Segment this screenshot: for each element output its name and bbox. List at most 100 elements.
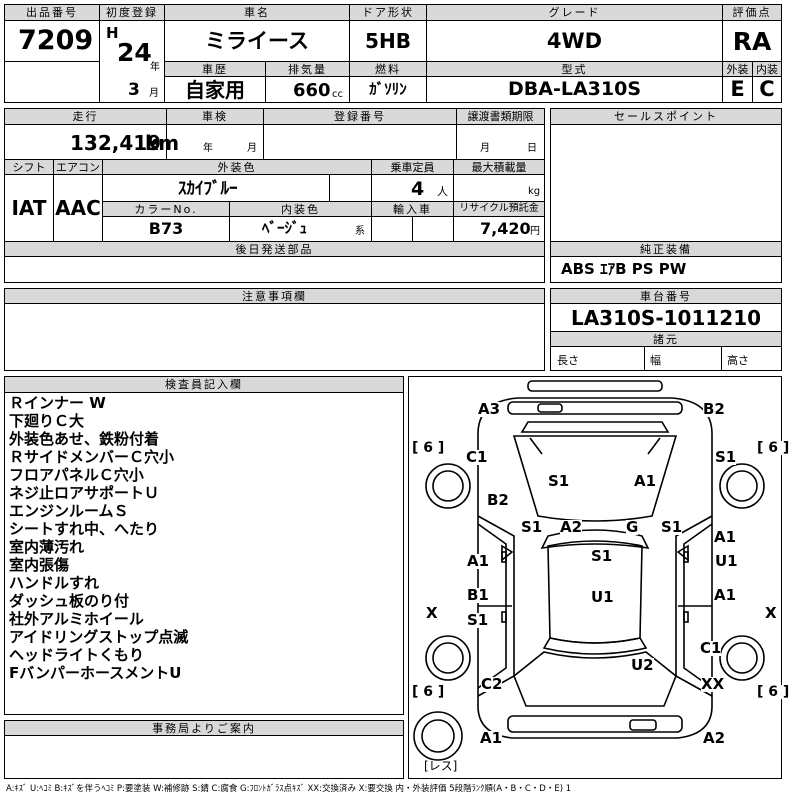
capacity-label: 乗車定員 [371, 159, 454, 175]
color-no-cell: B73 [102, 216, 230, 242]
color-no-label: カラーNo. [102, 201, 230, 217]
damage-s1-rear-left: S1 [467, 611, 489, 629]
color-label: 外装色 [102, 159, 372, 175]
office-label: 事務局よりご案内 [4, 720, 404, 736]
history-label: 車歴 [164, 61, 266, 77]
inspector-line: ダッシュ板のり付 [9, 592, 130, 610]
lot-empty-cell [4, 61, 100, 103]
car-diagram [413, 380, 765, 761]
name-cell: ミライース [164, 20, 350, 62]
damage-b2-front-right: B2 [703, 400, 725, 418]
inspector-line: 外装色あせ、鉄粉付着 [9, 430, 160, 448]
deadline-month-unit: 月 [480, 143, 490, 154]
exterior-cell: E [722, 76, 753, 103]
model-value: DBA-LA310S [508, 78, 641, 100]
chassis-label: 車台番号 [550, 288, 782, 304]
year-unit: 年 [150, 62, 160, 73]
grade-cell: 4WD [426, 20, 723, 62]
height-cell [721, 346, 782, 371]
tire-mark-fr: [ 6 ] [757, 440, 790, 456]
damage-a1-left-door: A1 [467, 552, 490, 570]
history-cell: 自家用 [164, 76, 266, 103]
capacity-value: 4 [411, 178, 425, 200]
damage-a3: A3 [478, 400, 501, 418]
shift-cell: IAT [4, 174, 54, 242]
name-label: 車名 [164, 4, 350, 21]
first-reg-label: 初度登録 [99, 4, 165, 21]
score-cell: RA [722, 20, 782, 62]
doors-cell: 5HB [349, 20, 427, 62]
interior-cell: C [752, 76, 782, 103]
year-num: 24 [117, 38, 152, 67]
width-label: 幅 [650, 354, 661, 367]
equip-cell [550, 256, 782, 283]
exterior-value: E [730, 77, 745, 101]
inspector-line: シートすれ中、へたり [9, 520, 160, 538]
damage-x-right: X [765, 604, 777, 622]
capacity-unit: 人 [437, 185, 448, 198]
damage-x-left: X [426, 604, 438, 622]
damage-s1-hood: S1 [548, 472, 570, 490]
inspector-line: ヘッドライトくもり [9, 646, 145, 664]
damage-s1-center: S1 [591, 547, 613, 565]
damage-a2-bottom-right: A2 [703, 729, 726, 747]
displacement-unit: cc [332, 89, 343, 100]
displacement-label: 排気量 [265, 61, 350, 77]
color-no-value: B73 [148, 219, 184, 238]
damage-b2-left: B2 [487, 491, 509, 509]
damage-u1-right-door: U1 [715, 552, 738, 570]
length-label: 長さ [557, 354, 579, 367]
inspector-line: 室内張傷 [9, 556, 70, 574]
insp-month-unit: 月 [247, 143, 257, 154]
inspector-line: アイドリングストップ点滅 [9, 628, 189, 646]
tire-mark-fl: [ 6 ] [412, 440, 445, 456]
exterior-label: 外装 [722, 61, 753, 77]
color-subdivider [329, 174, 330, 202]
inspector-line: エンジンルームＳ [9, 502, 129, 520]
lot-label: 出品番号 [4, 4, 100, 21]
damage-diagram [408, 376, 782, 779]
interior-value: C [759, 77, 775, 101]
damage-s1-right: S1 [715, 448, 737, 466]
inspector-cell [4, 392, 404, 715]
deadline-day-unit: 日 [527, 143, 537, 154]
mileage-unit: km [145, 131, 180, 155]
chassis-value: LA310S-1011210 [570, 305, 762, 330]
insp-year-unit: 年 [203, 143, 213, 154]
load-label: 最大積載量 [453, 159, 545, 175]
inspector-label: 検査員記入欄 [4, 376, 404, 393]
damage-s1-front-right: S1 [661, 518, 683, 536]
notes-label: 注意事項欄 [4, 288, 545, 304]
int-color-unit: 系 [355, 226, 365, 237]
specs-label: 諸元 [550, 331, 782, 347]
month-unit: 月 [149, 88, 159, 99]
inspector-line: Ｒインナー W [9, 394, 106, 412]
damage-s1-front-left: S1 [521, 518, 543, 536]
displacement-value: 660 [293, 80, 331, 101]
inspector-line: 室内薄汚れ [9, 538, 85, 556]
inspector-line: フロアパネルＣ穴小 [9, 466, 144, 484]
spare-label: [レス] [424, 759, 458, 773]
inspector-line: 社外アルミホイール [9, 610, 144, 628]
fuel-label: 燃料 [349, 61, 427, 77]
grade-value: 4WD [546, 28, 603, 53]
inspector-line: 下廻りＣ大 [9, 412, 85, 430]
damage-b1: B1 [467, 586, 489, 604]
shift-value: IAT [11, 196, 47, 220]
equip-value: ABS ｴｱB PS PW [561, 260, 687, 278]
ac-label: エアコン [53, 159, 103, 175]
inspection-cell [166, 124, 264, 160]
inspector-line: ＲサイドメンバーＣ穴小 [9, 448, 175, 466]
recycle-value: 7,420 [480, 219, 531, 238]
grade-label: グレード [426, 4, 723, 21]
fuel-value: ｶﾞｿﾘﾝ [369, 80, 407, 98]
fuel-cell: ｶﾞｿﾘﾝ [349, 76, 427, 103]
score-label: 評価点 [722, 4, 782, 21]
equip-label: 純正装備 [550, 241, 782, 257]
damage-a1-hood: A1 [634, 472, 657, 490]
damage-g: G [626, 518, 639, 536]
tire-mark-rr: [ 6 ] [757, 684, 790, 700]
tire-mark-rl: [ 6 ] [412, 684, 445, 700]
mileage-label: 走行 [4, 108, 167, 125]
